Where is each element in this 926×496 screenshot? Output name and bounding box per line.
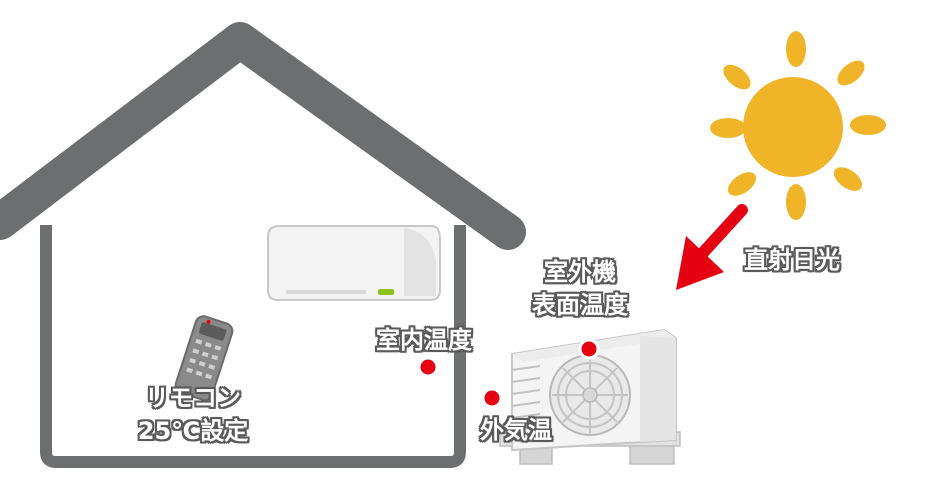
house-roof [0, 22, 526, 250]
ac-indicator-light [378, 289, 394, 295]
outdoor-ac-unit [499, 328, 681, 465]
house [0, 22, 526, 468]
indoor-temp-label: 室内温度 [376, 326, 472, 354]
measurement-points [417, 338, 600, 409]
direct-sunlight-label: 直射日光 [744, 246, 840, 274]
outside-air-label: 外気温 [480, 416, 552, 444]
indoor-ac-unit [267, 225, 441, 301]
outdoor-unit-fan [549, 354, 631, 436]
remote-control [174, 315, 234, 401]
remote-label-line1: リモコン [145, 384, 241, 412]
outdoor-label-line1: 室外機 [544, 258, 616, 286]
outdoor-unit-grille [511, 365, 541, 431]
remote-label-line2: 25℃設定 [137, 417, 249, 445]
outdoor-label-line2: 表面温度 [532, 291, 628, 319]
sun [710, 31, 886, 220]
remote-setting-label: リモコン 25℃設定 [128, 384, 258, 446]
outside-air-dot [481, 387, 503, 409]
house-walls [40, 225, 466, 468]
indoor-temp-dot [417, 356, 439, 378]
sunlight-arrow [676, 204, 748, 290]
outdoor-surface-dot [578, 338, 600, 360]
outdoor-surface-label: 室外機 表面温度 [520, 258, 640, 320]
